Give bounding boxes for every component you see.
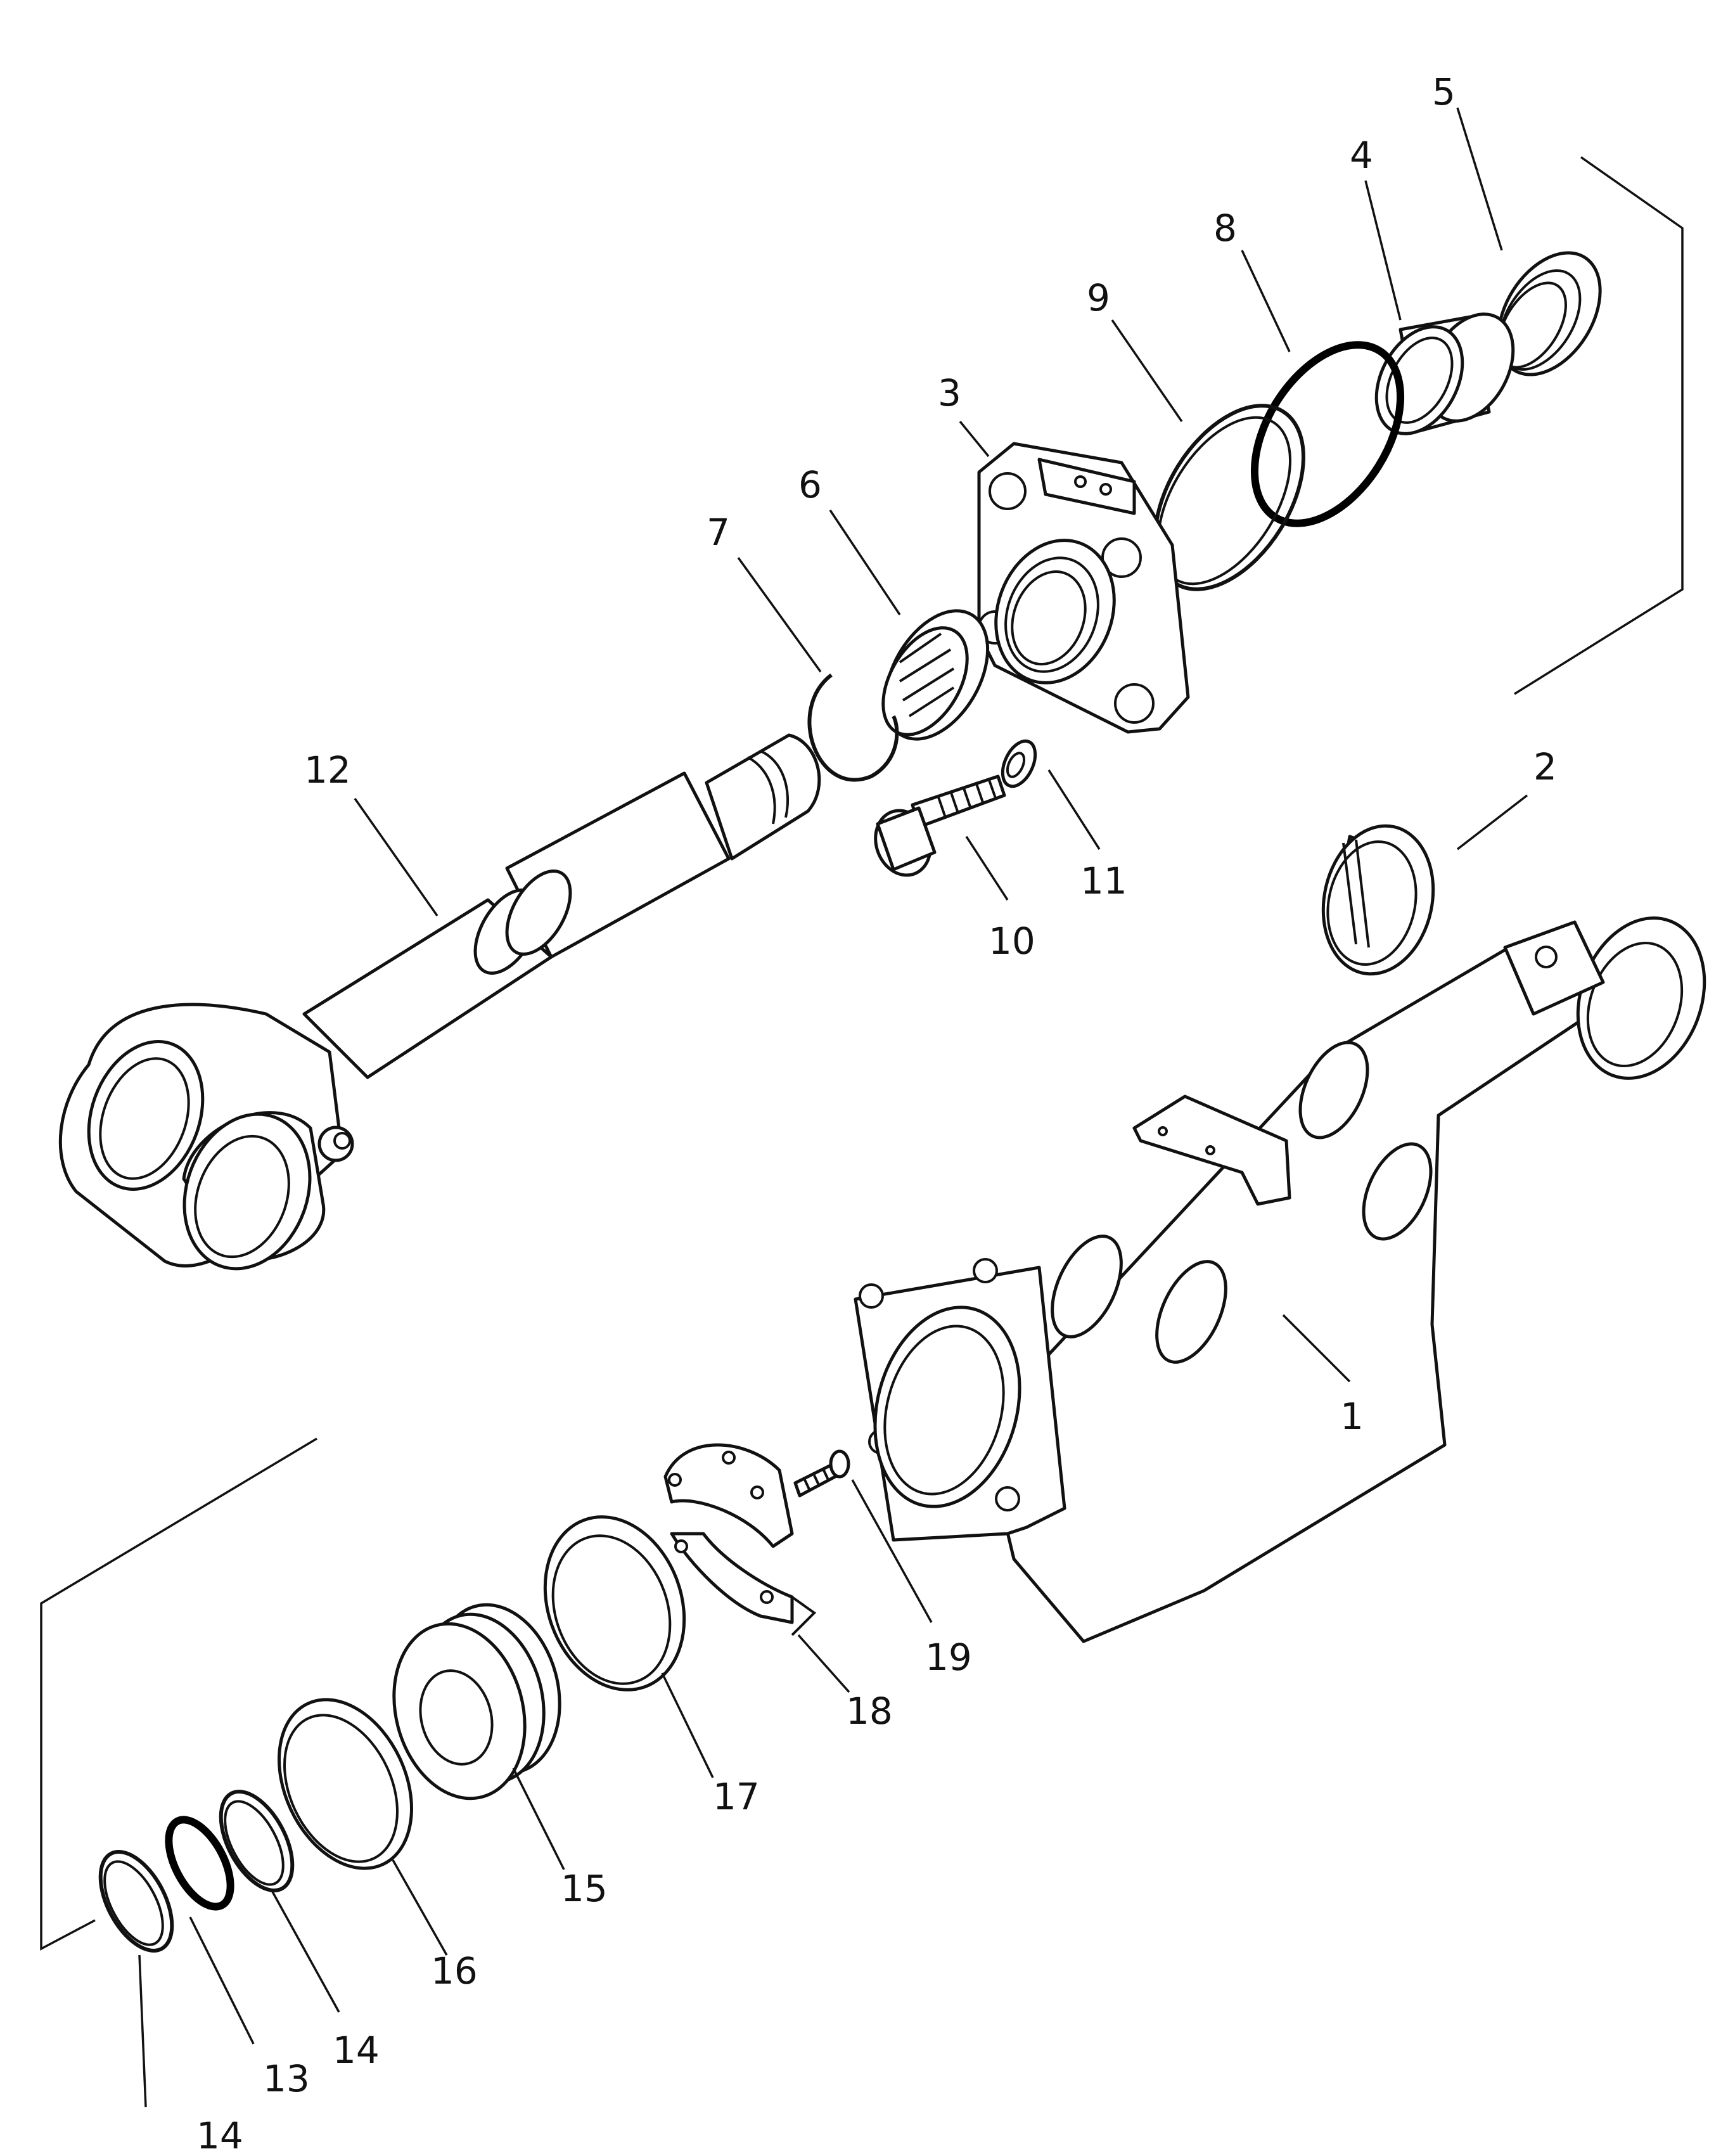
- callout-labels: 1 2 3 4 5 6 7 8 9 10 11 12 13 14 14 15 1…: [196, 70, 1557, 2156]
- leader-lines: [138, 107, 1528, 2108]
- part-12-piston-rod: [58, 733, 821, 1271]
- part-1-cylinder-tube: [854, 916, 1706, 1643]
- callout-5: 5: [1432, 70, 1456, 113]
- callout-16: 16: [431, 1949, 478, 1992]
- callout-19: 19: [925, 1636, 972, 1679]
- callout-3: 3: [938, 371, 961, 414]
- part-19-small-bolt: [793, 1449, 850, 1498]
- lower-assembly-guide-line: [40, 1437, 317, 1951]
- callout-15: 15: [561, 1867, 608, 1910]
- part-4-bushing: [1374, 312, 1515, 435]
- callout-14-upper: 14: [333, 2029, 380, 2072]
- part-17-piston-ring: [543, 1515, 686, 1691]
- part-18-split-collar: [663, 1443, 817, 1636]
- callout-9: 9: [1087, 276, 1110, 319]
- callout-1: 1: [1340, 1395, 1364, 1438]
- part-14-backup-ring-lower: [98, 1850, 174, 1953]
- callout-2: 2: [1533, 745, 1557, 788]
- part-2-bushing: [1321, 824, 1435, 976]
- callout-14-lower: 14: [196, 2114, 243, 2156]
- part-6-dust-seal: [881, 609, 990, 741]
- part-3-cylinder-head: [977, 442, 1190, 734]
- callout-13: 13: [263, 2057, 310, 2100]
- upper-assembly-guide-line: [1514, 156, 1684, 695]
- part-7-snap-ring: [807, 673, 899, 782]
- callout-11: 11: [1080, 859, 1127, 902]
- callout-12: 12: [304, 748, 351, 792]
- part-16-wear-ring: [278, 1698, 413, 1870]
- callout-4: 4: [1350, 134, 1373, 177]
- part-15-piston: [392, 1603, 561, 1800]
- part-13-o-ring: [165, 1816, 234, 1911]
- part-14-backup-ring-upper: [219, 1790, 295, 1892]
- callout-6: 6: [798, 463, 822, 506]
- part-10-bolt: [874, 774, 1006, 877]
- callout-17: 17: [713, 1775, 760, 1818]
- callout-8: 8: [1213, 207, 1237, 250]
- callout-10: 10: [989, 920, 1035, 963]
- callout-18: 18: [846, 1690, 893, 1733]
- part-11-washer: [1001, 739, 1037, 788]
- callout-7: 7: [707, 511, 730, 554]
